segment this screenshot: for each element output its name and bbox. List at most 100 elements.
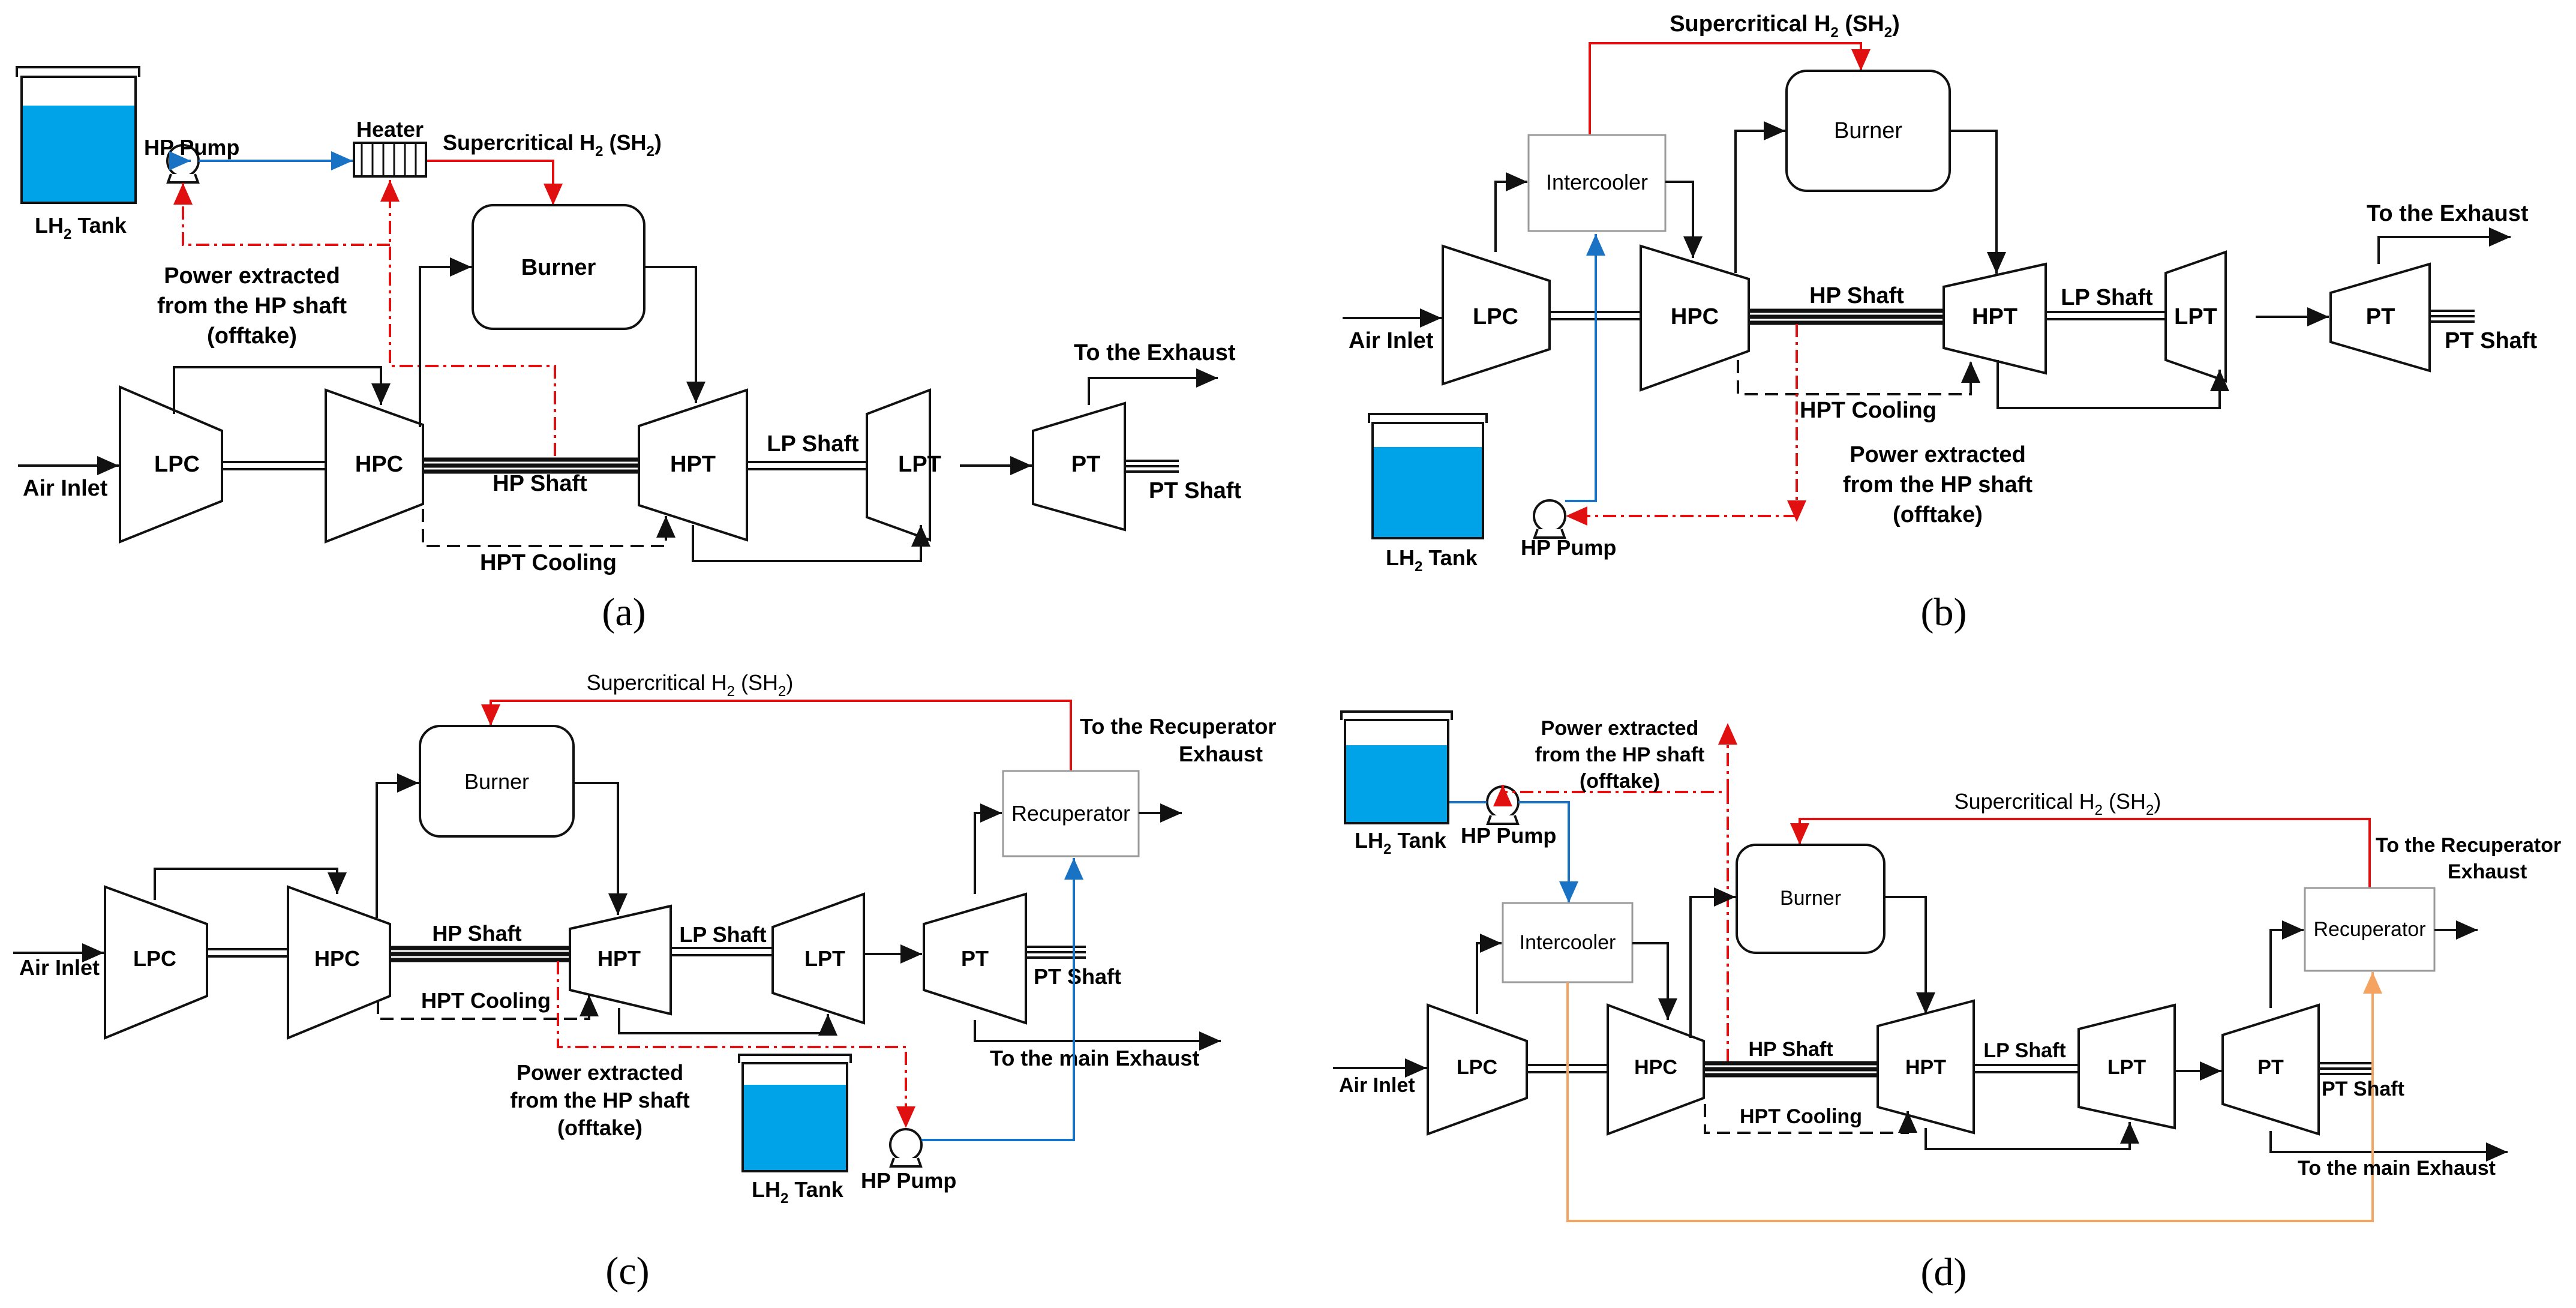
svg-text:HP Shaft: HP Shaft	[432, 921, 521, 946]
svg-text:PT Shaft: PT Shaft	[2445, 328, 2537, 353]
panel-c-hpc	[287, 885, 391, 1040]
svg-text:To the main Exhaust: To the main Exhaust	[990, 1046, 1199, 1070]
svg-text:LP Shaft: LP Shaft	[1983, 1039, 2065, 1062]
svg-text:HPC: HPC	[1634, 1056, 1677, 1079]
svg-text:PT Shaft: PT Shaft	[1149, 478, 1241, 503]
svg-text:HPT Cooling: HPT Cooling	[1740, 1105, 1862, 1128]
svg-text:LPC: LPC	[133, 946, 176, 971]
panel-a-hp-pump-label: HP Pump	[144, 135, 239, 160]
svg-text:LP Shaft: LP Shaft	[767, 431, 859, 457]
svg-text:HPT: HPT	[1972, 304, 2017, 329]
svg-text:Air Inlet: Air Inlet	[1339, 1074, 1415, 1097]
svg-text:HPC: HPC	[1671, 304, 1719, 329]
svg-text:HP Shaft: HP Shaft	[493, 471, 587, 496]
svg-text:HPT Cooling: HPT Cooling	[1800, 398, 1936, 423]
panel-d-lpc	[1427, 1003, 1528, 1136]
panel-a-heater-label: Heater	[356, 117, 424, 142]
svg-text:HPT Cooling: HPT Cooling	[421, 988, 551, 1013]
panel-c-burner	[419, 725, 575, 838]
panel-a-burner-label: Burner	[521, 255, 596, 280]
panel-c-lh2-tank-label: LH2 Tank	[752, 1177, 844, 1207]
panel-c-recuperator	[1002, 770, 1140, 857]
panel-c-pump-icon	[889, 1128, 923, 1162]
panel-b: Supercritical H2 (SH2) Intercooler Burne…	[1343, 11, 2537, 634]
svg-text:LP Shaft: LP Shaft	[2061, 285, 2153, 310]
svg-text:HP Pump: HP Pump	[1461, 823, 1556, 848]
svg-text:Intercooler: Intercooler	[1520, 931, 1616, 954]
svg-text:LP Shaft: LP Shaft	[679, 922, 766, 947]
svg-text:HP Shaft: HP Shaft	[1809, 283, 1904, 308]
panel-b-intercooler	[1527, 134, 1667, 232]
panel-b-pump-icon	[1533, 499, 1566, 533]
panel-a-caption: (a)	[602, 590, 645, 634]
svg-text:PT: PT	[2366, 304, 2395, 329]
panel-b-caption: (b)	[1921, 590, 1967, 634]
panel-a-sh2-label: Supercritical H2 (SH2)	[443, 130, 662, 160]
svg-text:Burner: Burner	[464, 769, 529, 794]
panel-c-caption: (c)	[605, 1249, 649, 1293]
panel-a: LH2 Tank HP Pump Heater Supercritical H2…	[16, 66, 1241, 634]
svg-text:Air Inlet: Air Inlet	[19, 955, 100, 980]
panel-d-lpt	[2077, 1003, 2176, 1130]
svg-text:HPT: HPT	[1905, 1056, 1946, 1079]
panel-d-caption: (d)	[1921, 1250, 1967, 1294]
svg-text:LPT: LPT	[898, 452, 941, 477]
svg-text:Recuperator: Recuperator	[1011, 801, 1130, 826]
svg-text:Recuperator: Recuperator	[2313, 918, 2425, 941]
svg-text:Burner: Burner	[1780, 887, 1841, 910]
svg-text:PT: PT	[2257, 1056, 2284, 1079]
svg-text:LPT: LPT	[804, 946, 845, 971]
svg-text:Intercooler: Intercooler	[1546, 170, 1648, 194]
svg-text:HP Shaft: HP Shaft	[1748, 1038, 1833, 1061]
panel-a-lpc	[119, 385, 223, 544]
svg-text:HPT: HPT	[670, 452, 716, 477]
panel-d-pt	[2221, 1003, 2320, 1136]
panel-c-pt	[923, 892, 1027, 1025]
panel-b-lpt	[2164, 250, 2227, 383]
svg-text:HPC: HPC	[314, 946, 360, 971]
svg-text:LPT: LPT	[2174, 304, 2217, 329]
panel-d-burner	[1736, 844, 1886, 954]
svg-text:PT Shaft: PT Shaft	[1034, 964, 1121, 989]
panel-a-hpt	[638, 388, 748, 542]
panel-a-lh2-tank-label: LH2 Tank	[35, 213, 127, 242]
panel-b-lh2-tank-label: LH2 Tank	[1386, 545, 1478, 575]
panel-a-hpc	[325, 388, 424, 544]
svg-text:Air Inlet: Air Inlet	[1349, 328, 1434, 353]
svg-text:PT Shaft: PT Shaft	[2322, 1078, 2404, 1100]
svg-text:HPT Cooling: HPT Cooling	[480, 550, 617, 575]
panel-c-lpt	[771, 892, 865, 1025]
svg-text:LPC: LPC	[154, 452, 200, 477]
svg-text:PT: PT	[1071, 452, 1101, 477]
svg-text:HP Pump: HP Pump	[1521, 535, 1616, 560]
panel-a-air-inlet-label: Air Inlet	[23, 476, 108, 501]
svg-text:HPC: HPC	[355, 452, 403, 477]
svg-text:Burner: Burner	[1834, 118, 1902, 143]
svg-text:HPT: HPT	[598, 946, 641, 971]
svg-text:LPC: LPC	[1473, 304, 1518, 329]
panel-c-lpc	[104, 885, 208, 1040]
svg-text:LPC: LPC	[1457, 1056, 1497, 1079]
panel-c-sh2-label: Supercritical H2 (SH2)	[587, 670, 794, 700]
svg-text:PT: PT	[961, 946, 989, 971]
panel-b-lpc	[1442, 244, 1551, 386]
panel-c: Supercritical H2 (SH2) To the Recuperato…	[13, 670, 1276, 1293]
panel-d-lh2-tank-label: LH2 Tank	[1355, 828, 1447, 857]
panel-d-sh2-label: Supercritical H2 (SH2)	[1954, 789, 2161, 818]
panel-b-sh2-label: Supercritical H2 (SH2)	[1670, 11, 1900, 41]
panel-b-hpc	[1640, 244, 1750, 392]
panel-d-intercooler	[1502, 902, 1634, 983]
panel-d-hpc	[1607, 1003, 1705, 1136]
panel-a-heater	[353, 142, 427, 178]
panel-a-lh2-tank	[16, 66, 140, 204]
svg-text:LPT: LPT	[2107, 1056, 2146, 1079]
svg-text:HP Pump: HP Pump	[861, 1168, 956, 1193]
